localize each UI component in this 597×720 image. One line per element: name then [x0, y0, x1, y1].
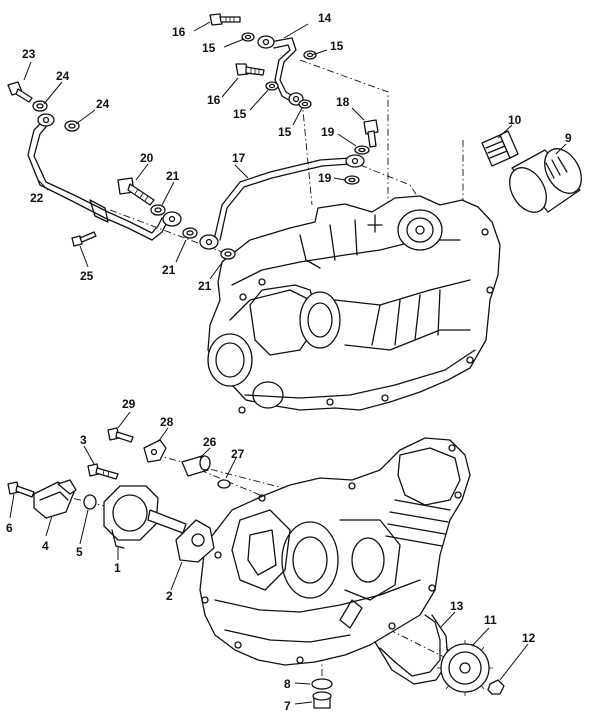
upper-crankcase [207, 195, 501, 414]
callout-19: 19 [318, 171, 332, 185]
bolt-20 [117, 177, 155, 206]
callout-21: 21 [198, 279, 212, 293]
bolt-16-upper [209, 13, 241, 26]
sprocket [437, 640, 493, 696]
callout-25: 25 [80, 269, 94, 283]
callout-16: 16 [172, 25, 186, 39]
oil-pipe-upper [257, 35, 304, 106]
callout-15: 15 [202, 41, 216, 55]
oil-pipe-lower [27, 113, 182, 241]
fitting-26 [181, 455, 211, 477]
bolt-29 [107, 427, 134, 443]
callout-17: 17 [232, 151, 246, 165]
callout-1: 1 [114, 561, 121, 575]
bolt-16-middle [235, 63, 265, 76]
oil-pipe-middle [199, 154, 365, 250]
callout-15: 15 [278, 125, 292, 139]
leader-lines [9, 21, 567, 705]
oil-pump [103, 485, 187, 549]
callout-8: 8 [284, 677, 291, 691]
callout-16: 16 [207, 93, 221, 107]
callout-23: 23 [22, 47, 36, 61]
oil-pump-gasket [175, 519, 215, 563]
lower-crankcase [199, 437, 471, 666]
callout-6: 6 [6, 521, 13, 535]
bolt-25 [71, 231, 97, 247]
oil-strainer [33, 479, 77, 519]
callout-29: 29 [122, 397, 136, 411]
callout-11: 11 [484, 613, 497, 627]
callout-24: 24 [56, 69, 70, 83]
callout-15: 15 [233, 107, 247, 121]
o-ring-27 [217, 479, 231, 489]
callout-19: 19 [321, 125, 335, 139]
cam-chain [374, 614, 449, 685]
callout-13: 13 [450, 599, 464, 613]
union-bolt [481, 130, 519, 167]
oil-filter [509, 148, 582, 213]
sprocket-nut [487, 679, 505, 695]
callout-7: 7 [284, 699, 291, 713]
callout-labels: 16 14 15 15 23 24 24 16 15 15 18 19 10 9… [6, 11, 572, 713]
callout-5: 5 [76, 545, 83, 559]
callout-10: 10 [508, 113, 522, 127]
bolt-3 [87, 463, 119, 480]
o-ring-5 [83, 494, 97, 510]
callout-4: 4 [42, 539, 49, 553]
callout-20: 20 [140, 151, 154, 165]
callout-15: 15 [330, 39, 344, 53]
oil-pipe-28 [143, 439, 167, 463]
bolt-23 [7, 81, 33, 103]
callout-21: 21 [166, 169, 180, 183]
bolt-6 [7, 481, 35, 498]
washers [32, 32, 370, 260]
callout-14: 14 [318, 11, 332, 25]
callout-26: 26 [203, 435, 217, 449]
callout-18: 18 [336, 95, 350, 109]
callout-24: 24 [96, 97, 110, 111]
callout-9: 9 [565, 131, 572, 145]
bolt-18 [363, 119, 379, 148]
callout-21: 21 [162, 263, 176, 277]
drain-plug [311, 678, 333, 709]
callout-27: 27 [231, 447, 245, 461]
callout-12: 12 [522, 631, 536, 645]
callout-3: 3 [80, 433, 87, 447]
callout-22: 22 [30, 191, 44, 205]
callout-2: 2 [166, 589, 173, 603]
callout-28: 28 [160, 415, 174, 429]
